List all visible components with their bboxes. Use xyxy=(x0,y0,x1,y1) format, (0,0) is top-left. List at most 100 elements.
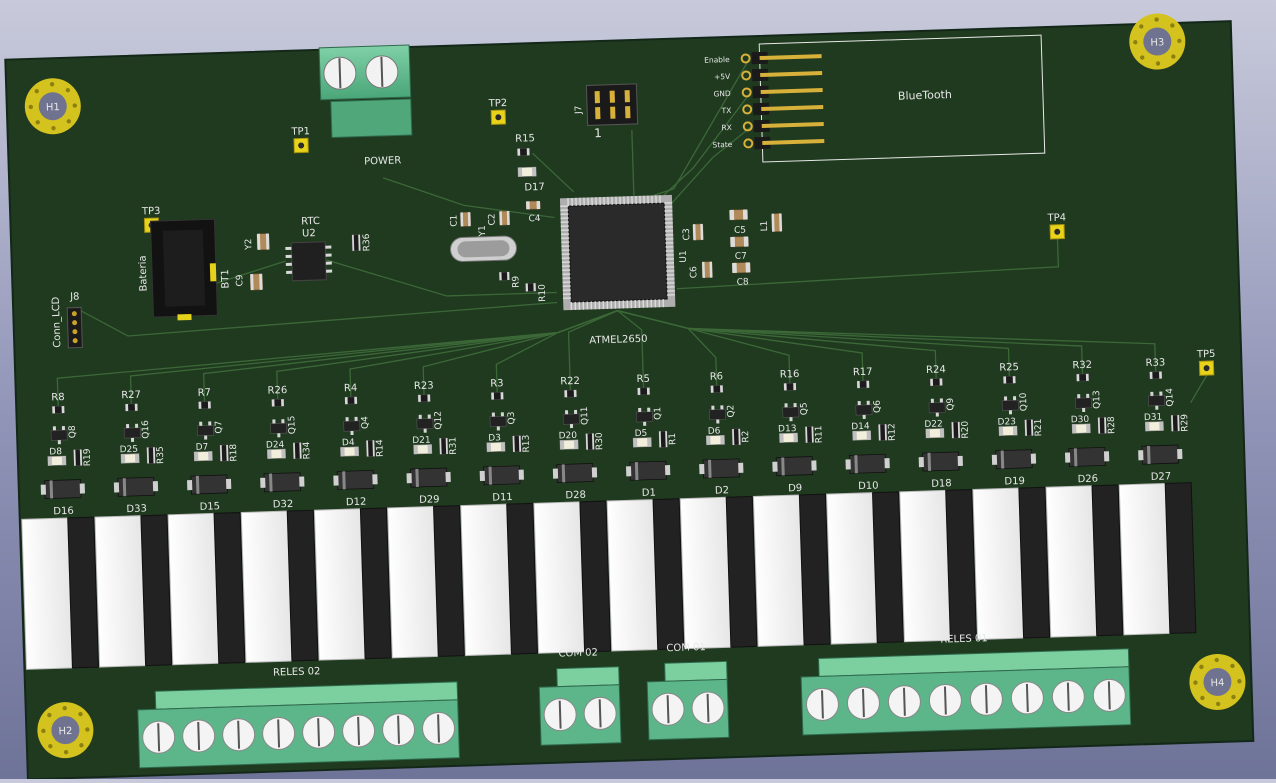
test-point xyxy=(1050,225,1064,239)
diode-pad xyxy=(260,478,265,488)
silk-label: R15 xyxy=(515,133,535,145)
smd-resistor xyxy=(952,422,960,438)
relay-body xyxy=(1119,483,1170,634)
relay xyxy=(753,494,830,646)
led-pad xyxy=(1013,426,1017,435)
silk-label: D21 xyxy=(412,436,431,447)
relay-side xyxy=(1092,485,1123,636)
relay xyxy=(461,503,538,655)
relay-side xyxy=(946,490,977,641)
screw-slot xyxy=(438,714,439,742)
diode xyxy=(114,477,159,496)
silk-label: Q14 xyxy=(1165,388,1176,407)
cap-pad xyxy=(460,212,463,226)
sot-body xyxy=(1075,398,1091,408)
j7-pin xyxy=(610,91,615,103)
relay xyxy=(534,501,611,653)
smd-resistor xyxy=(352,235,360,251)
silk-label: R4 xyxy=(344,383,358,394)
rtc-pin xyxy=(326,270,332,273)
diode-pad xyxy=(699,464,704,474)
relay-body xyxy=(461,504,512,655)
silk-label: D17 xyxy=(524,182,545,194)
sot-lead xyxy=(419,415,422,419)
capacitor xyxy=(460,212,470,226)
relay xyxy=(168,513,245,665)
silk-label: TP5 xyxy=(1196,349,1216,361)
silk-label: R18 xyxy=(229,443,240,461)
smd-pad xyxy=(272,399,275,406)
diode-pad xyxy=(519,470,524,480)
silk-label: J7 xyxy=(574,105,584,115)
led-pad xyxy=(135,454,139,463)
smd-resistor xyxy=(659,431,667,447)
silk-label: U1 xyxy=(679,250,689,263)
header-j7 xyxy=(586,84,637,126)
relay xyxy=(973,487,1050,639)
relay-body xyxy=(314,509,365,660)
terminal-block xyxy=(801,649,1131,735)
silk-label: Q12 xyxy=(434,411,445,430)
smd-pad xyxy=(199,402,202,409)
smd-resistor xyxy=(638,388,650,395)
sot-body xyxy=(51,430,67,440)
relay xyxy=(1046,485,1123,637)
sot-body xyxy=(783,407,799,417)
relay-side xyxy=(873,492,904,643)
screw-slot xyxy=(339,58,340,88)
smd-resistor xyxy=(74,450,82,466)
sot-lead xyxy=(1004,396,1007,400)
cap-pad xyxy=(257,234,261,250)
sot-lead xyxy=(720,405,723,409)
smd-pad xyxy=(345,397,348,404)
cap-pad xyxy=(499,211,502,225)
silk-label: Q1 xyxy=(653,407,663,420)
silk-label: D6 xyxy=(708,426,721,436)
sot-body xyxy=(636,412,652,422)
silk-label: D26 xyxy=(1077,474,1098,486)
capacitor xyxy=(730,236,748,247)
silk-label: D29 xyxy=(419,494,440,506)
sot-body xyxy=(1148,395,1164,405)
silk-label: D33 xyxy=(126,503,147,515)
sot-lead xyxy=(1077,394,1080,398)
diode-band xyxy=(1074,448,1078,466)
screw-slot xyxy=(945,687,946,715)
led-pad xyxy=(633,438,637,447)
relay xyxy=(1119,483,1196,635)
smd-pad xyxy=(940,378,943,385)
capacitor xyxy=(693,224,703,240)
silk-label: GND xyxy=(713,89,731,99)
relay-side xyxy=(360,508,391,659)
sot-lead xyxy=(497,426,500,430)
smd-pad xyxy=(784,383,787,390)
rtc-pin xyxy=(286,263,292,266)
diode-band xyxy=(196,476,200,494)
silk-label: R25 xyxy=(999,362,1019,374)
silk-label: D19 xyxy=(1004,476,1025,488)
cap-pad xyxy=(732,263,737,273)
screw-slot xyxy=(398,716,399,744)
diode-pad xyxy=(80,483,85,493)
silk-label: D5 xyxy=(634,429,647,439)
silk-label: R23 xyxy=(414,380,434,392)
diode-pad xyxy=(1104,451,1109,461)
led xyxy=(518,167,536,177)
relay-body xyxy=(241,511,292,662)
smd-resistor xyxy=(272,399,284,406)
cap-pad xyxy=(693,224,696,240)
led-pad xyxy=(267,450,271,459)
sot-lead xyxy=(501,412,504,416)
silk-label: R32 xyxy=(1072,360,1092,372)
silk-label: BT1 xyxy=(220,269,232,289)
sot-lead xyxy=(1155,406,1158,410)
terminal-top xyxy=(557,667,620,687)
sot-lead xyxy=(574,410,577,414)
sot-lead xyxy=(126,424,129,428)
led-pad xyxy=(999,427,1003,436)
power-label: POWER xyxy=(364,155,401,167)
diode-pad xyxy=(992,455,997,465)
connector-label: RELES 01 xyxy=(940,633,988,645)
diode-pad xyxy=(41,485,46,495)
